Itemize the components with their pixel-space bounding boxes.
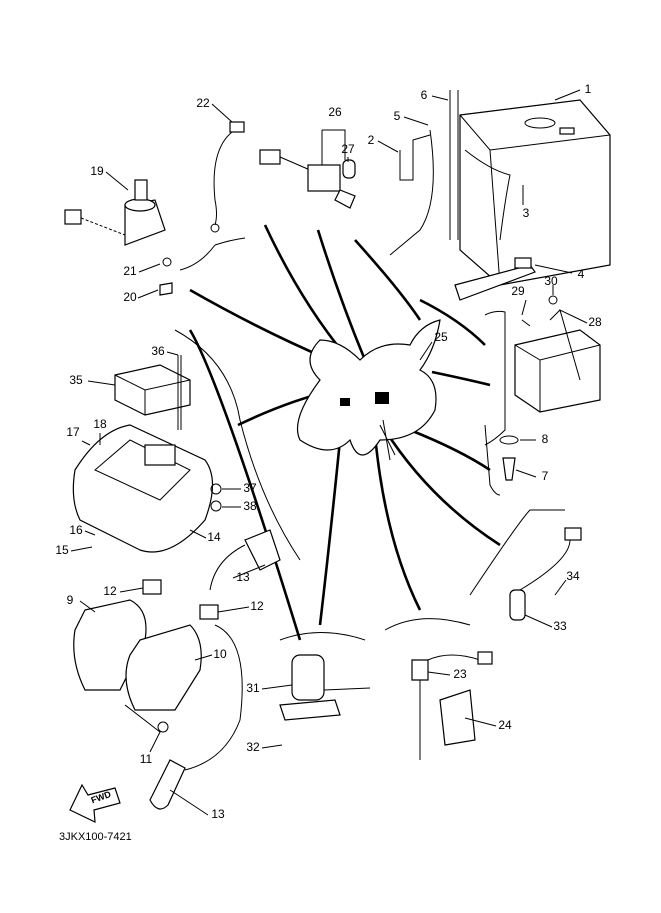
frame-body [296,319,441,461]
callout-27: 27 [341,142,355,156]
cdi-unit [514,295,601,413]
callout-7: 7 [542,469,549,483]
callout-13b: 13 [211,807,225,821]
wire-22 [210,121,245,233]
callout-30: 30 [544,274,558,288]
callout-38: 38 [243,499,257,513]
callout-16: 16 [69,523,83,537]
callout-34: 34 [566,569,580,583]
diagram-code: 3JKX100-7421 [59,831,132,843]
callout-19: 19 [90,164,104,178]
callout-10: 10 [213,647,227,661]
callout-36: 36 [151,344,165,358]
callout-32: 32 [246,740,260,754]
callout-18: 18 [93,417,107,431]
callout-14: 14 [207,530,221,544]
callout-11: 11 [140,752,153,766]
callout-17: 17 [66,425,80,439]
callout-21: 21 [123,264,137,278]
callout-22: 22 [196,96,210,110]
sensors [279,435,582,760]
callout-3: 3 [523,206,530,220]
battery [389,90,611,301]
fwd-arrow-icon: FWD [69,783,121,823]
callout-13a: 13 [236,570,250,584]
region-dividers [174,224,565,641]
callout-26: 26 [328,105,342,119]
callout-29: 29 [511,284,525,298]
callout-33: 33 [553,619,567,633]
callout-23: 23 [453,667,467,681]
callout-15: 15 [55,543,69,557]
rectifier [114,355,191,430]
callout-12a: 12 [103,584,117,598]
callout-1: 1 [585,82,592,96]
component-block [375,392,389,404]
cable-tie [454,264,536,301]
callout-35: 35 [69,373,83,387]
callout-31: 31 [246,681,260,695]
callout-5: 5 [394,109,401,123]
callout-37: 37 [243,481,257,495]
callout-28: 28 [588,315,602,329]
callout-labels: 1 2 3 4 5 6 22 26 27 19 21 20 29 30 28 2… [55,82,602,821]
callout-2: 2 [368,133,375,147]
callout-25: 25 [434,330,448,344]
fuse-holder [259,149,356,209]
callout-20: 20 [123,290,137,304]
main-switch [64,179,173,296]
callout-24: 24 [498,718,512,732]
callout-4: 4 [578,267,585,281]
leader-lines [70,89,588,816]
callout-8: 8 [542,432,549,446]
callout-12b: 12 [250,599,264,613]
callout-9: 9 [67,593,74,607]
callout-6: 6 [421,88,428,102]
ignition-coil [73,529,281,810]
battery-box [72,424,222,553]
